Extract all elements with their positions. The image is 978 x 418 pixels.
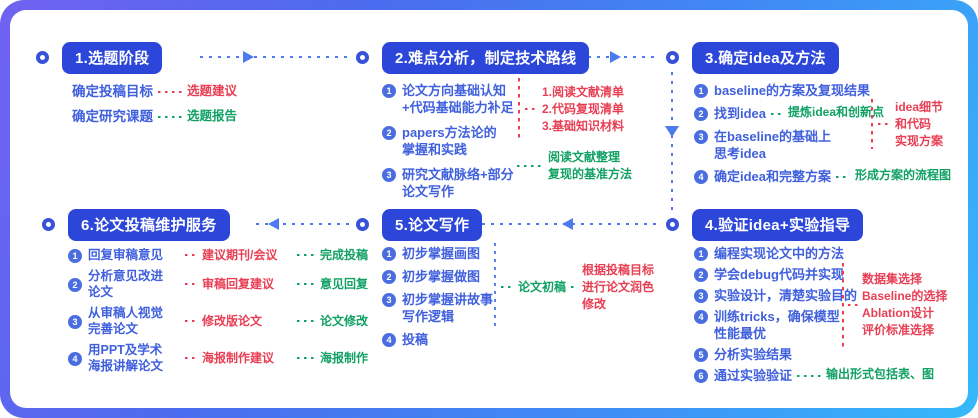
node-circle-icon (356, 218, 369, 231)
red-output-annotation: 1.阅读文献清单 2.代码复现清单 3.基础知识材料 (518, 78, 624, 140)
dotted-link (185, 357, 197, 359)
dotted-link (185, 283, 197, 285)
list-item: 1 baseline的方案及复现结果 (694, 82, 966, 99)
list-item: 4 用PPT及学术 海报讲解论文 海报制作建议 海报制作 (68, 342, 372, 374)
list-item: 2 找到idea 提炼idea和创新点 (694, 105, 966, 122)
list-item: 6 通过实验验证 输出形式包括表、图 (694, 367, 966, 384)
dotted-link (185, 320, 197, 322)
list-item: 3 研究文献脉络+部分 论文写作 (382, 166, 662, 200)
list-item: 3 实验设计，清楚实验目的 (694, 287, 966, 304)
list-item: 确定研究课题 选题报告 (72, 109, 238, 124)
section-title-badge: 2.难点分析，制定技术路线 (382, 41, 590, 74)
flow-arrow-left-icon (562, 218, 573, 230)
section-title-badge: 5.论文写作 (382, 208, 483, 241)
dotted-link (501, 286, 513, 288)
flow-arrow-right-icon (243, 51, 254, 63)
connector-stage5-stage6 (256, 223, 352, 225)
red-bracket-line (871, 99, 873, 149)
dotted-link (517, 165, 543, 167)
section-title-badge: 3.确定idea及方法 (692, 41, 839, 74)
node-circle-icon (36, 51, 49, 64)
section-title-badge: 4.验证idea+实验指导 (692, 208, 864, 241)
section-submission-maintenance: 6.论文投稿维护服务 1 回复审稿意见 建议期刊/会议 完成投稿 2 分析意见改… (42, 208, 372, 379)
connector-stage2-stage3 (588, 56, 660, 58)
dotted-link (771, 112, 784, 115)
dotted-link (297, 357, 315, 359)
section-topic-selection: 1.选题阶段 确定投稿目标 选题建议 确定研究课题 选题报告 (36, 41, 238, 133)
red-output-annotation: idea细节 和代码 实现方案 (871, 99, 943, 149)
flow-arrow-down-icon (665, 126, 679, 137)
list-item: 2 papers方法论的 掌握和实践 (382, 124, 662, 158)
list-item: 4 确定idea和完整方案 形成方案的流程图 (694, 168, 966, 185)
section-paper-writing: 5.论文写作 1 初步掌握画图 2 初步掌握做图 3 初步掌握讲故事 写作逻辑 … (356, 208, 656, 354)
section-idea-validation: 4.验证idea+实验指导 1 编程实现论文中的方法 2 学会debug代码并实… (666, 208, 966, 390)
draft-annotation: 论文初稿 根据投稿目标 进行论文润色 修改 (494, 243, 654, 331)
list-item: 3 在baseline的基础上 思考idea (694, 128, 966, 162)
list-item: 2 学会debug代码并实现 (694, 266, 966, 283)
section-title-badge: 6.论文投稿维护服务 (68, 208, 230, 241)
dotted-link (297, 254, 315, 256)
dotted-link (158, 90, 182, 93)
list-item: 1 编程实现论文中的方法 (694, 245, 966, 262)
list-item: 4 训练tricks，确保模型 性能最优 (694, 308, 966, 342)
list-item: 2 初步掌握做图 (382, 268, 656, 285)
green-output-annotation: 阅读文献整理 复现的基准方法 (512, 150, 632, 182)
dotted-link (571, 286, 578, 288)
list-item: 4 投稿 (382, 331, 656, 348)
list-item: 3 初步掌握讲故事 写作逻辑 (382, 291, 656, 325)
dotted-link (836, 175, 851, 178)
dotted-link (158, 115, 182, 118)
node-circle-icon (42, 218, 55, 231)
list-item: 确定投稿目标 选题建议 (72, 84, 238, 99)
list-item: 1 论文方向基础认知 +代码基础能力补足 (382, 82, 662, 116)
node-circle-icon (356, 51, 369, 64)
dotted-link (297, 283, 315, 285)
list-item: 2 分析意见改进 论文 审稿回复建议 意见回复 (68, 268, 372, 300)
red-bracket-line (518, 78, 520, 140)
dotted-link (797, 374, 822, 377)
section-difficulty-analysis: 2.难点分析，制定技术路线 1 论文方向基础认知 +代码基础能力补足 2 pap… (356, 41, 662, 206)
connector-stage3-stage4 (671, 72, 673, 212)
node-circle-icon (666, 218, 679, 231)
flow-arrow-right-icon (610, 51, 621, 63)
red-bracket-line (842, 263, 844, 347)
section-idea-method: 3.确定idea及方法 1 baseline的方案及复现结果 2 找到idea … (666, 41, 966, 191)
list-item: 1 回复审稿意见 建议期刊/会议 完成投稿 (68, 247, 372, 263)
dotted-link (297, 320, 315, 322)
list-item: 1 初步掌握画图 (382, 245, 656, 262)
dotted-link (185, 254, 197, 256)
red-output-annotation: 数据集选择 Baseline的选择 Ablation设计 评价标准选择 (842, 263, 947, 347)
blue-bracket-line (494, 243, 496, 331)
connector-stage1-stage2 (200, 56, 352, 58)
list-item: 5 分析实验结果 (694, 346, 966, 363)
node-circle-icon (666, 51, 679, 64)
section-title-badge: 1.选题阶段 (62, 41, 163, 74)
dotted-link (848, 304, 858, 306)
dotted-link (525, 108, 537, 110)
dotted-link (878, 123, 890, 125)
flow-arrow-left-icon (268, 218, 279, 230)
list-item: 3 从审稿人视觉 完善论文 修改版论文 论文修改 (68, 305, 372, 337)
